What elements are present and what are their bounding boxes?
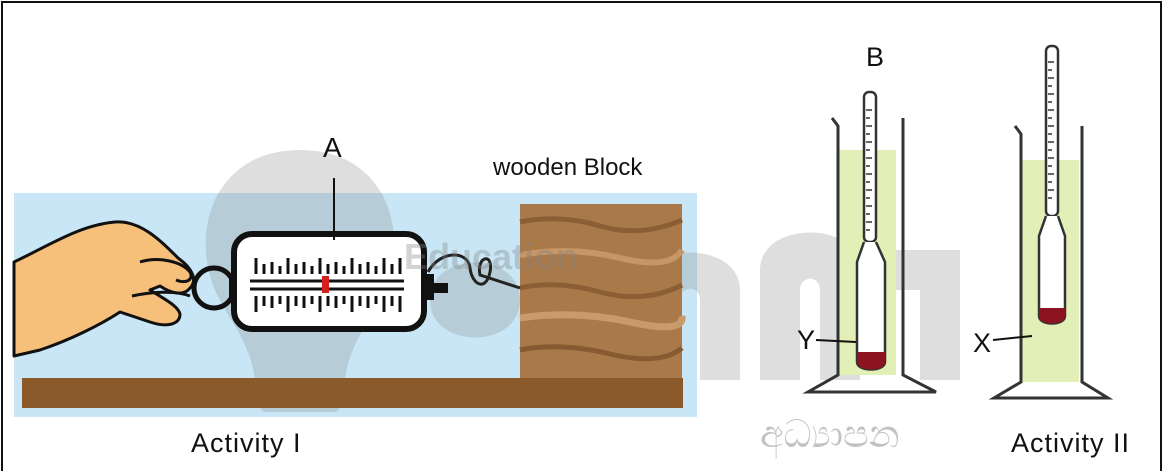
label-x: X	[973, 328, 991, 359]
scale-marker	[322, 276, 329, 293]
activity2-caption: Activity II	[1011, 428, 1130, 459]
wooden-block-label: wooden Block	[493, 154, 642, 182]
diagram-canvas	[0, 0, 1164, 461]
label-a: A	[323, 132, 342, 164]
label-y: Y	[797, 325, 815, 356]
activity1-caption: Activity I	[191, 428, 302, 459]
watermark-script: අධ්‍යාපන	[760, 414, 900, 457]
label-b: B	[866, 42, 884, 73]
table-surface	[22, 378, 683, 408]
wooden-block	[520, 204, 682, 382]
watermark-text: Education	[404, 236, 578, 278]
